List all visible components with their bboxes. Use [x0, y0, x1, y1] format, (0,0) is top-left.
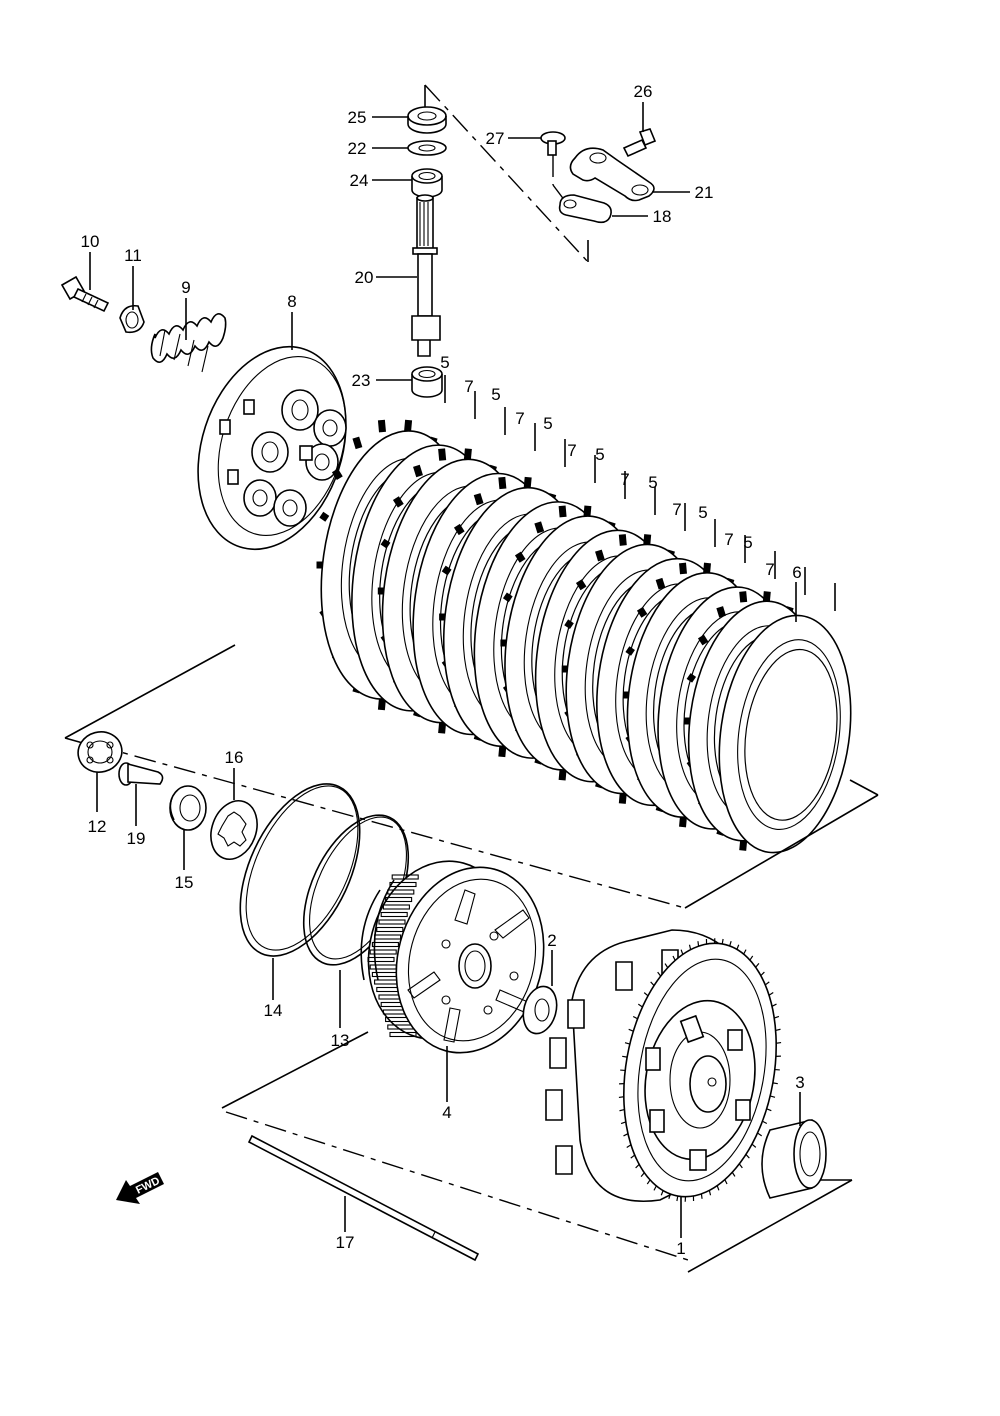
bearing-15 [169, 785, 207, 831]
plate-18 [558, 194, 612, 224]
callout-7a: 7 [464, 377, 473, 396]
callout-7e: 7 [672, 500, 681, 519]
bearing-12 [77, 731, 123, 773]
callout-7c: 7 [567, 441, 576, 460]
pressure-plate-group [60, 275, 347, 551]
primary-driven-gear-assembly-1 [545, 929, 782, 1202]
callout-5c: 5 [543, 414, 552, 433]
callout-19: 19 [127, 829, 146, 848]
callout-20: 20 [355, 268, 374, 287]
bolt-26 [622, 128, 657, 158]
callout-26: 26 [634, 82, 653, 101]
callout-2: 2 [547, 931, 556, 950]
housing-frame [221, 1031, 853, 1273]
callout-5f: 5 [698, 503, 707, 522]
callout-24: 24 [350, 171, 369, 190]
damper-springs [645, 1014, 751, 1171]
release-shaft-assembly [407, 84, 657, 398]
callout-5a: 5 [440, 353, 449, 372]
callout-3: 3 [795, 1073, 804, 1092]
callout-15: 15 [175, 873, 194, 892]
callout-18: 18 [653, 207, 672, 226]
thrust-washer-2 [522, 985, 558, 1035]
callout-10: 10 [81, 232, 100, 251]
callout-9: 9 [181, 278, 190, 297]
pressure-plate-8 [197, 345, 347, 551]
callout-11: 11 [124, 246, 142, 265]
callout-25: 25 [348, 108, 367, 127]
bearing-23 [411, 366, 443, 398]
leader-lines [89, 102, 801, 1238]
callout-23: 23 [352, 371, 371, 390]
callout-7b: 7 [515, 409, 524, 428]
spring-9 [150, 313, 227, 373]
callout-4: 4 [442, 1103, 451, 1122]
callout-5b: 5 [491, 385, 500, 404]
release-shaft-20 [411, 194, 441, 357]
release-arm-21 [569, 147, 655, 202]
callout-5g: 5 [743, 533, 752, 552]
callout-17: 17 [336, 1233, 355, 1252]
callout-14: 14 [264, 1001, 283, 1020]
callout-6: 6 [792, 563, 801, 582]
callout-13: 13 [331, 1031, 350, 1050]
spring-seat-11 [119, 304, 145, 334]
screw-27 [540, 131, 566, 156]
callout-7g: 7 [765, 560, 774, 579]
callout-7d: 7 [620, 470, 629, 489]
callout-5d: 5 [595, 445, 604, 464]
fwd-label: FWD [134, 1175, 162, 1197]
washer-22 [407, 140, 447, 156]
clutch-plate-stack [316, 375, 852, 854]
callout-12: 12 [88, 817, 107, 836]
oil-seal-25 [407, 106, 447, 134]
driven-plate [718, 614, 852, 854]
plate-stack-frame [64, 644, 879, 909]
lock-washer-16 [210, 800, 258, 860]
clutch-sleeve-hub-4 [360, 860, 545, 1054]
callout-labels: 25 22 24 20 23 27 26 21 18 10 11 9 8 5 7… [81, 82, 805, 1258]
pin-19 [118, 762, 164, 786]
bolt-10 [60, 275, 110, 313]
callout-7f: 7 [724, 530, 733, 549]
spacer-3 [761, 1119, 827, 1199]
callout-21: 21 [695, 183, 714, 202]
forward-arrow-icon: FWD [116, 1172, 164, 1204]
callout-16: 16 [225, 748, 244, 767]
push-rod-17 [247, 1134, 480, 1262]
callout-22: 22 [348, 139, 367, 158]
callout-5e: 5 [648, 473, 657, 492]
gear-teeth [618, 938, 782, 1202]
small-parts-left [77, 731, 410, 966]
wire-ring-14 [239, 783, 361, 957]
callout-27: 27 [486, 129, 505, 148]
bearing-24 [411, 168, 443, 198]
callout-1: 1 [676, 1239, 685, 1258]
callout-8: 8 [287, 292, 296, 311]
